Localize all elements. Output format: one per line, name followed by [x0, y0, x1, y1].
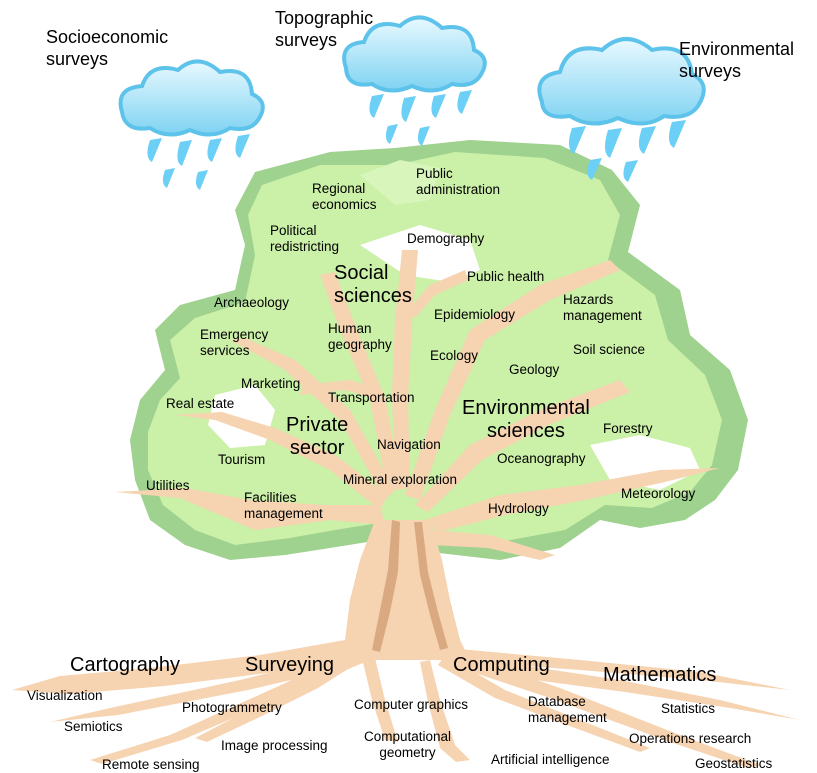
- leaf-label: Public administration: [416, 166, 501, 198]
- root-heading-mathematics: Mathematics: [603, 664, 717, 686]
- leaf-label: Demography: [407, 231, 485, 246]
- leaf-label: Mineral exploration: [343, 472, 458, 487]
- root-heading-computing: Computing: [453, 654, 550, 676]
- leaf-label: Tourism: [218, 452, 266, 467]
- root-label: Photogrammetry: [182, 700, 282, 715]
- root-label: Semiotics: [64, 719, 123, 734]
- leaf-label: Marketing: [241, 376, 301, 391]
- leaf-label: Regional economics: [312, 181, 377, 213]
- leaf-label: Archaeology: [214, 295, 290, 310]
- rain-drops: [369, 90, 472, 146]
- leaf-label: Hydrology: [488, 501, 549, 516]
- cloud-environmental: [537, 37, 706, 182]
- root-label: Remote sensing: [102, 757, 200, 772]
- branch-heading-private-sector: Private sector: [286, 414, 349, 459]
- leaf-label: Navigation: [377, 437, 441, 452]
- cloud-label-socioeconomic: Socioeconomic surveys: [46, 27, 169, 69]
- rain-drops: [147, 134, 250, 190]
- leaf-label: Soil science: [573, 342, 646, 357]
- branch-heading-social-sciences: Social sciences: [334, 262, 412, 307]
- leaf-label: Hazards management: [563, 292, 642, 324]
- leaf-label: Forestry: [603, 421, 653, 436]
- root-label: Visualization: [27, 688, 103, 703]
- leaf-label: Public health: [467, 269, 545, 284]
- leaf-label: Human geography: [328, 321, 392, 353]
- branch-heading-environmental-sciences: Environmental sciences: [462, 397, 590, 442]
- roots: [12, 640, 800, 768]
- root-heading-surveying: Surveying: [245, 654, 334, 676]
- leaf-label: Geology: [509, 362, 560, 377]
- leaf-label: Epidemiology: [434, 307, 516, 322]
- root-label: Statistics: [661, 701, 716, 716]
- rain-drops: [568, 120, 686, 182]
- leaf-label: Facilities management: [244, 490, 323, 522]
- leaf-label: Emergency services: [200, 327, 269, 359]
- leaf-label: Meteorology: [621, 486, 696, 501]
- leaf-label: Utilities: [146, 478, 190, 493]
- cloud-label-topographic: Topographic surveys: [275, 8, 374, 50]
- leaf-label: Ecology: [430, 348, 479, 363]
- cloud-topographic: [342, 15, 487, 146]
- leaf-label: Real estate: [166, 396, 235, 411]
- leaf-label: Transportation: [328, 390, 415, 405]
- root-label: Database management: [528, 694, 607, 726]
- root-label: Computer graphics: [354, 697, 469, 712]
- root-label: Artificial intelligence: [491, 752, 610, 767]
- cloud-label-environmental: Environmental surveys: [679, 39, 795, 81]
- leaf-label: Oceanography: [497, 451, 586, 466]
- root-label: Computational geometry: [364, 729, 452, 761]
- root-label: Image processing: [221, 738, 328, 753]
- root-label: Operations research: [629, 731, 752, 746]
- trunk-and-branches: [115, 250, 720, 660]
- root-label: Geostatistics: [695, 756, 773, 771]
- root-heading-cartography: Cartography: [70, 654, 181, 676]
- cloud-socioeconomic: [118, 59, 265, 190]
- trunk-grooves: [372, 520, 448, 652]
- leaf-label: Political redistricting: [270, 223, 340, 255]
